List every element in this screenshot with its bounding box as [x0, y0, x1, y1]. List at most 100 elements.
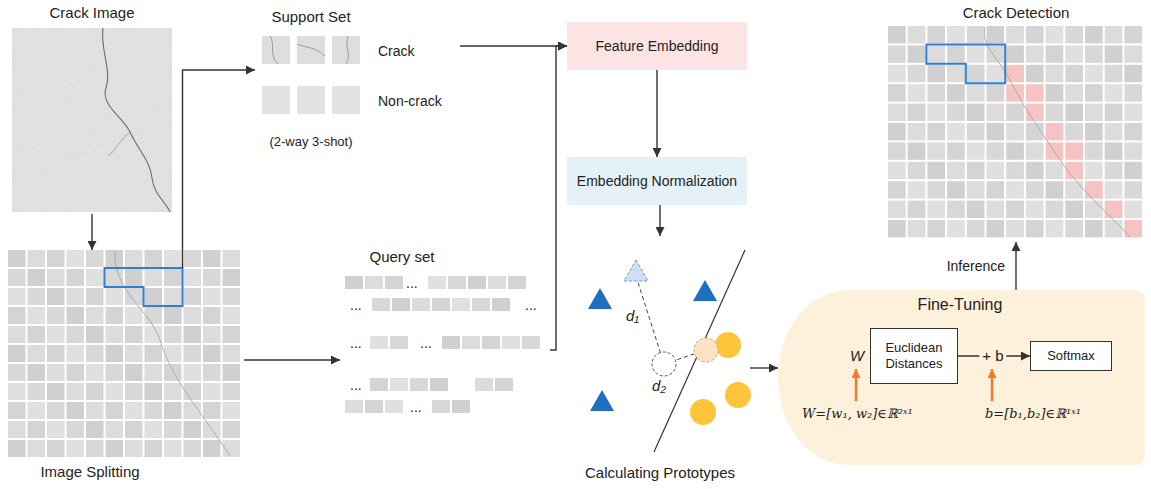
patch-cell — [28, 364, 46, 381]
process-box: Softmax — [1030, 341, 1112, 371]
patch-cell — [86, 345, 104, 362]
text-slot: Support Set — [271, 8, 350, 26]
patch-cell — [203, 307, 221, 324]
patch-cell — [86, 288, 104, 305]
process-box: Feature Embedding — [567, 22, 747, 70]
patch-cell — [908, 45, 926, 62]
patch-cell — [28, 288, 46, 305]
patch-cell — [47, 326, 65, 343]
patch-cell — [106, 326, 124, 343]
patch-cell — [106, 402, 124, 419]
patch-cell — [1006, 201, 1024, 218]
patch-cell — [987, 142, 1005, 159]
patch-cell — [106, 250, 124, 267]
class-name: Non-crack — [378, 93, 442, 109]
crack-line — [103, 28, 170, 212]
patch-cell — [1026, 220, 1044, 237]
label-slot: + b — [979, 347, 1006, 365]
query-patch — [508, 276, 526, 289]
patch-cell — [987, 26, 1005, 43]
label-slot: b=[b₁,b₂]∈ℝ¹ˣ¹ — [985, 404, 1081, 422]
crack-line — [297, 44, 325, 56]
distance-label: d₂ — [652, 377, 666, 394]
patch-cell — [1124, 181, 1142, 198]
query-patch — [430, 378, 448, 391]
patch-cell — [106, 383, 124, 400]
patch-cell — [908, 123, 926, 140]
crack-cell — [1026, 84, 1044, 101]
patch-cell — [145, 288, 163, 305]
panel-heading: Crack Image — [49, 4, 134, 21]
crack-cell — [1124, 220, 1142, 237]
detection-grid — [888, 26, 1142, 237]
prototype-panel: Calculating Prototypes — [570, 236, 750, 484]
text-slot: Calculating Prototypes — [585, 464, 735, 482]
patch-cell — [927, 142, 945, 159]
patch-cell — [1026, 162, 1044, 179]
patch-cell — [28, 421, 46, 438]
patch-cell — [125, 364, 143, 381]
patch-cell — [1046, 201, 1064, 218]
patch-cell — [125, 250, 143, 267]
patch-cell — [28, 440, 46, 457]
patch-cell — [223, 345, 241, 362]
text-slot: Non-crack — [378, 92, 442, 110]
patch-cell — [908, 26, 926, 43]
flow-arrow — [91, 214, 92, 250]
patch-cell — [106, 288, 124, 305]
panel-heading: Query set — [369, 248, 434, 265]
patch-cell — [967, 162, 985, 179]
patch-cell — [67, 288, 85, 305]
crack-photo — [12, 28, 172, 212]
patch-cell — [125, 269, 143, 286]
patch-cell — [203, 269, 221, 286]
patch-cell — [203, 345, 221, 362]
patch-cell — [1046, 104, 1064, 121]
patch-cell — [888, 65, 906, 82]
patch-cell — [1124, 142, 1142, 159]
patch-cell — [927, 123, 945, 140]
patch-cell — [203, 250, 221, 267]
patch-cell — [1026, 45, 1044, 62]
noncrack-sample — [690, 399, 716, 425]
distance-label: d₁ — [626, 307, 639, 324]
patch-cell — [125, 421, 143, 438]
patch-cell — [967, 123, 985, 140]
patch-cell — [67, 307, 85, 324]
crack-cell — [1065, 142, 1083, 159]
panel-heading: Support Set — [271, 8, 350, 25]
crack-line — [270, 36, 278, 64]
patch-cell — [8, 250, 26, 267]
patch-cell — [106, 421, 124, 438]
patch-cell — [1105, 220, 1123, 237]
flow-arrow — [656, 70, 657, 157]
photo-ground — [12, 28, 172, 212]
leader-line — [182, 250, 183, 268]
formula: W=[w₁, w₂]∈ℝ²ˣ¹ — [802, 406, 913, 421]
query-patch — [472, 298, 490, 311]
patch-cell — [47, 345, 65, 362]
flow-arrow — [244, 359, 340, 360]
patch-cell — [184, 326, 202, 343]
flow-arrow — [750, 367, 778, 368]
patch-cell — [1124, 201, 1142, 218]
patch-cell — [1046, 220, 1064, 237]
label-slot: ... — [525, 296, 537, 314]
patch-cell — [67, 364, 85, 381]
patch-cell — [967, 26, 985, 43]
crack-cell — [1006, 84, 1024, 101]
patch-cell — [145, 269, 163, 286]
flow-arrow — [1015, 242, 1016, 290]
patch-cell — [947, 162, 965, 179]
patch-cell — [47, 250, 65, 267]
selection-outline — [926, 44, 1005, 83]
patch-cell — [164, 288, 182, 305]
query-patch — [492, 298, 510, 311]
label-slot: ... — [410, 398, 422, 416]
panel-heading: Calculating Prototypes — [585, 464, 735, 481]
photo-grain — [12, 28, 172, 212]
patch-cell — [888, 220, 906, 237]
patch-cell — [1085, 201, 1103, 218]
patch-cell — [908, 181, 926, 198]
